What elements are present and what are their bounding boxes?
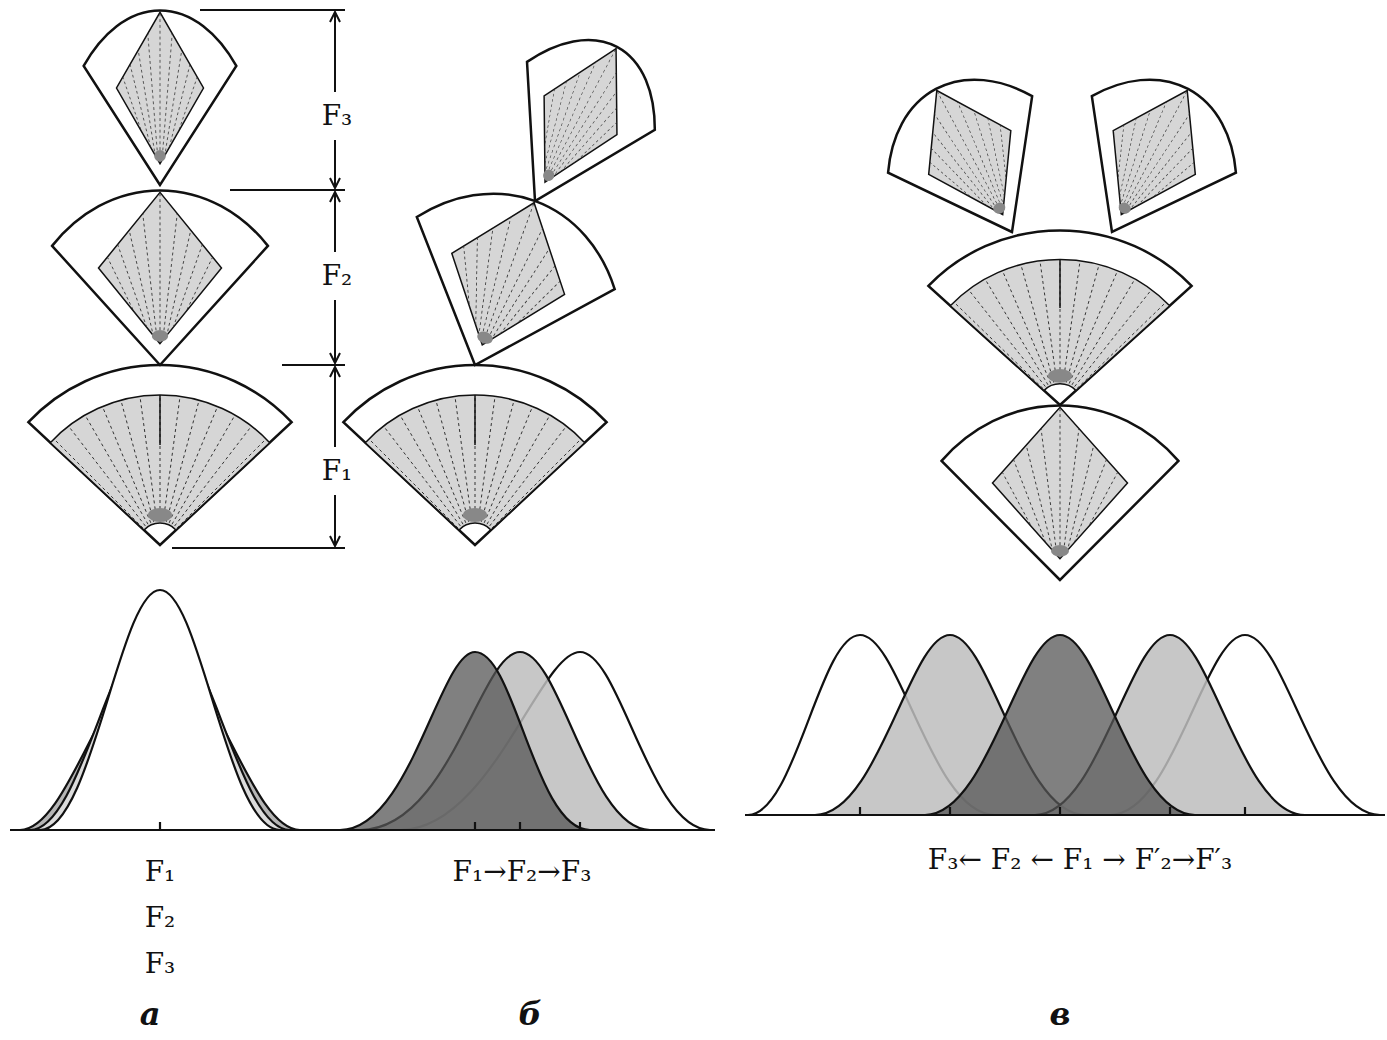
dimension-label: F₂ <box>319 260 356 293</box>
generation-label: F₃ <box>145 949 176 980</box>
panel-letter: а <box>140 997 161 1032</box>
panel-letter: б <box>518 997 541 1032</box>
fan-stack-b <box>343 13 680 545</box>
distribution-curves-c <box>745 635 1385 815</box>
shift-label: F₃← F₂ ← F₁ → F′₂→F′₃ <box>928 845 1232 876</box>
fan-stack-c <box>864 51 1260 580</box>
panel-letter: в <box>1049 997 1070 1032</box>
shift-label: F₁→F₂→F₃ <box>453 857 592 888</box>
generation-label: F₂ <box>145 903 176 934</box>
dimension-label: F₁ <box>319 455 356 488</box>
distribution-curves-a <box>10 590 330 830</box>
distribution-curves-b <box>330 652 715 830</box>
fan-stack-a <box>28 10 291 545</box>
dimension-label: F₃ <box>319 100 356 133</box>
generation-label: F₁ <box>145 857 176 888</box>
